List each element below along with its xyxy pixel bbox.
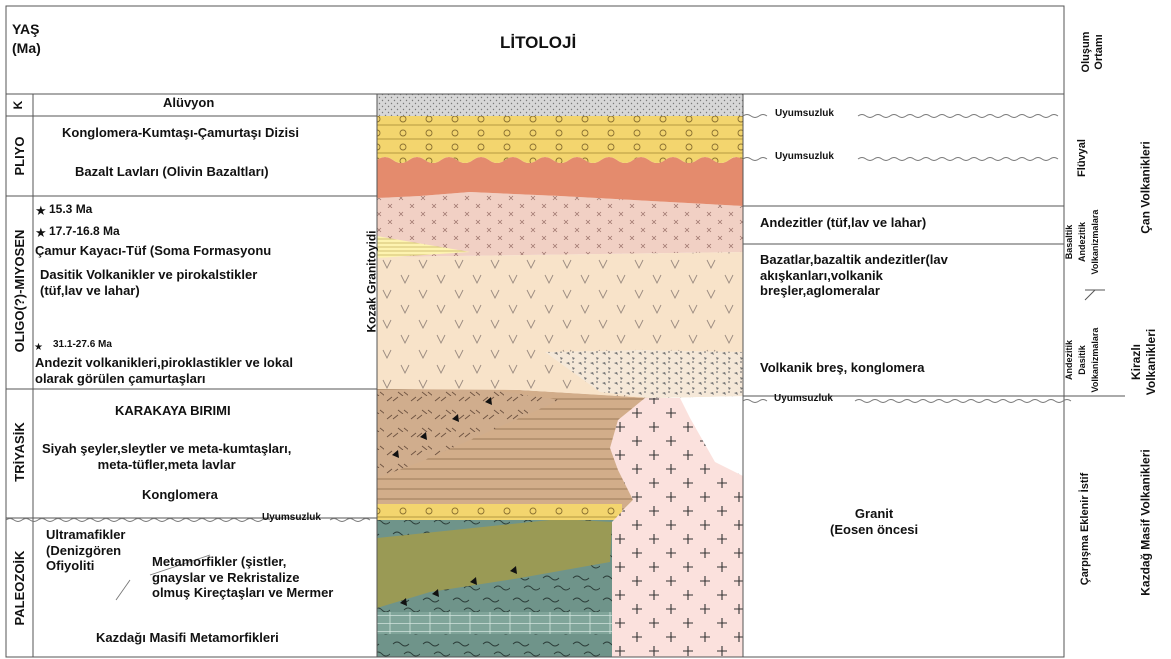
unit-ultramafik: Ultramafikler (Denizgören Ofiyoliti	[46, 527, 125, 574]
unconformity-label: Uyumsuzluk	[262, 512, 321, 524]
period-k: K	[12, 95, 26, 115]
env-carpisma: Çarpışma Eklenir İstif	[1079, 459, 1093, 599]
environment-header: Oluşum Ortamı	[1080, 16, 1112, 88]
period-paleozoik: PALEOZOİK	[13, 538, 27, 638]
alluvium-unit	[377, 94, 743, 116]
unit-karakaya: KARAKAYA BIRIMI	[115, 403, 231, 419]
volcanics-can: Çan Volkanikleri	[1140, 128, 1155, 248]
env-basaltik: Basaltik Andezitik Volkanizmalara	[1063, 201, 1103, 283]
lithology-title: LİTOLOJİ	[500, 33, 576, 53]
unit-granit: Granit (Eosen öncesi	[830, 506, 918, 537]
age-17-7: 17.7-16.8 Ma	[49, 224, 120, 238]
age-15-3: 15.3 Ma	[49, 202, 92, 216]
unit-camur-kayaci: Çamur Kayacı-Tüf (Soma Formasyonu	[35, 243, 271, 259]
unit-volkanik-bres: Volkanik breş, konglomera	[760, 360, 924, 376]
unit-metamorfik: Metamorfikler (şistler, gnayslar ve Rekr…	[152, 554, 333, 601]
unit-bazalt-lavlari: Bazalt Lavları (Olivin Bazaltları)	[75, 164, 269, 180]
unit-konglomera: Konglomera	[142, 487, 218, 503]
star-icon: ★	[35, 226, 47, 241]
age-header: YAŞ (Ma)	[12, 20, 41, 58]
unit-andezit: Andezit volkanikleri,piroklastikler ve l…	[35, 355, 293, 386]
env-fluvyal: Flüvyal	[1076, 128, 1090, 188]
unit-dasitik: Dasitik Volkanikler ve pirokalstikler (t…	[40, 267, 257, 298]
unit-aluvyon: Alüvyon	[163, 95, 214, 111]
volcanics-kirazli: Kirazlı Volkanikleri	[1129, 322, 1161, 402]
pliocene-conglomerate-unit	[377, 116, 743, 163]
volcanics-kazdag: Kazdağ Masif Volkanikleri	[1140, 433, 1155, 613]
unconformity-label: Uyumsuzluk	[775, 151, 834, 163]
age-header-line1: YAŞ	[12, 20, 41, 39]
unconformity-label: Uyumsuzluk	[774, 393, 833, 405]
unit-siyah: Siyah şeyler,sleytler ve meta-kumtaşları…	[42, 441, 291, 472]
age-header-line2: (Ma)	[12, 39, 41, 58]
unit-konglomera-dizisi: Konglomera-Kumtaşı-Çamurtaşı Dizisi	[62, 125, 299, 141]
unit-kazdagi: Kazdağı Masifi Metamorfikleri	[96, 630, 279, 646]
lithology-column	[377, 94, 743, 657]
triassic-conglomerate-band	[377, 504, 622, 520]
granite-intrusion	[610, 398, 743, 657]
period-triyasik: TRİYASİK	[13, 410, 27, 494]
period-oligo-miyosen: OLIGO(?)-MIYOSEN	[13, 205, 27, 377]
unit-andezitler: Andezitler (tüf,lav ve lahar)	[760, 215, 926, 231]
period-pliyo: PLIYO	[13, 124, 27, 188]
unit-bazaltlar: Bazatlar,bazaltik andezitler(lav akışkan…	[760, 252, 948, 299]
star-icon: ★	[34, 342, 43, 353]
kozak-granitoyidi-label: Kozak Granitoyidi	[366, 217, 381, 347]
unconformity-label: Uyumsuzluk	[775, 108, 834, 120]
marble-band	[377, 612, 637, 634]
env-andezitik: Andezitik Dasitik Volkanizmalara	[1063, 314, 1103, 406]
age-31-1: 31.1-27.6 Ma	[53, 339, 112, 351]
star-icon: ★	[35, 204, 47, 219]
